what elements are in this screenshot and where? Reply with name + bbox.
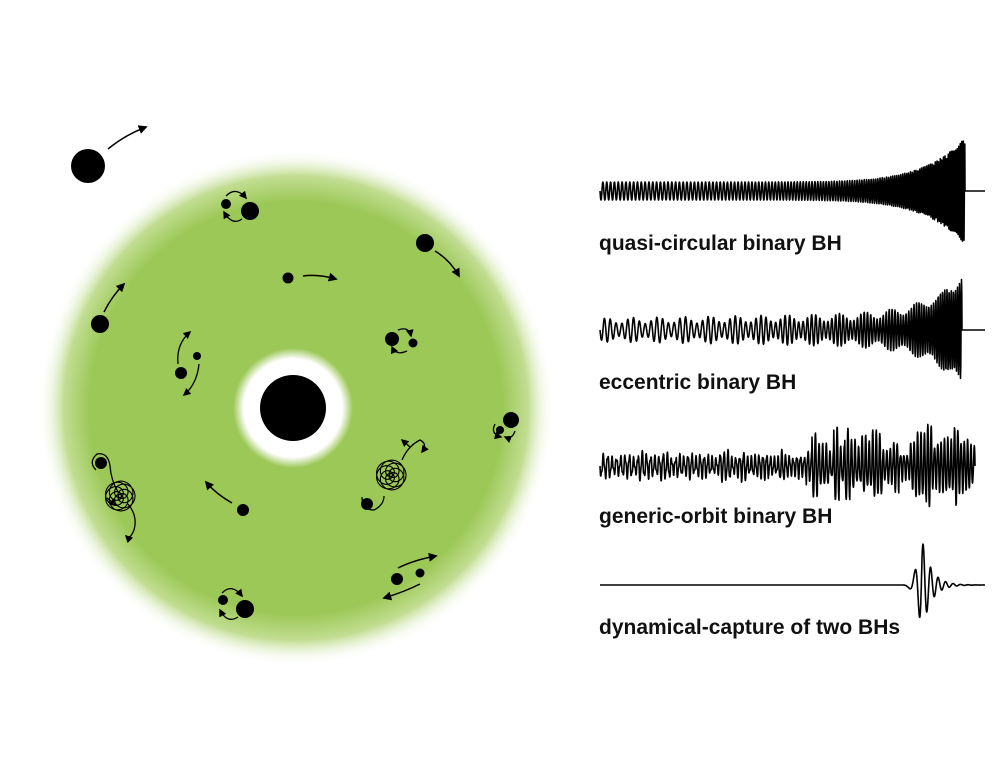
central-black-hole-icon [260,375,326,441]
rosette-orbit-icon [104,480,136,512]
black-hole-icon [416,234,434,252]
black-hole-icon [361,498,373,510]
rosette-binary-left [91,453,136,544]
black-hole-icon [95,457,107,469]
orbit-arrow-icon [397,328,414,338]
waveform-label-quasi-circular: quasi-circular binary BH [599,232,842,255]
binary-pair-bottom [218,588,254,620]
orbit-arrow-icon [401,439,429,461]
black-hole-icon [91,315,109,333]
black-hole-icon [241,202,259,220]
waveform-eccentric [599,278,986,380]
capture-pair [382,552,438,601]
rosette-orbit-icon [375,459,407,491]
binary-pair-right [385,328,418,355]
single-bh-lower-center [204,480,249,516]
rosette-binary-right [361,438,429,511]
waveform-panel: quasi-circular binary BH eccentric binar… [599,140,986,639]
escaping-black-hole [71,125,148,183]
waveform-dynamical-capture [599,543,986,619]
waveform-label-generic-orbit: generic-orbit binary BH [599,505,832,528]
orbit-arrow-icon [182,363,200,397]
black-hole-icon [282,272,294,284]
black-hole-icon [237,504,249,516]
black-hole-icon [71,149,105,183]
orbit-arrow-icon [400,438,411,448]
black-hole-icon [236,600,254,618]
orbit-arrow-icon [503,430,516,444]
binary-pair-far-right [492,412,519,444]
single-bh-upper-right [416,234,460,278]
orbit-arrow-icon [397,552,438,569]
black-hole-icon [175,367,187,379]
black-hole-icon [385,332,399,346]
black-hole-icon [503,412,519,428]
orbit-arrow-icon [221,588,243,598]
black-hole-icon [218,595,228,605]
orbit-arrow-icon [223,210,243,222]
waveform-label-eccentric: eccentric binary BH [599,371,796,394]
orbit-arrow-icon [103,282,126,313]
single-bh-upper [282,272,338,284]
orbit-arrow-icon [390,345,408,355]
orbit-arrow-icon [492,423,503,440]
orbit-arrow-icon [204,480,233,504]
waveform-label-dynamical-capture: dynamical-capture of two BHs [599,616,900,639]
orbit-arrow-icon [219,608,239,620]
black-hole-icon [415,568,425,578]
black-hole-icon [408,338,418,348]
black-hole-icon [221,199,231,209]
binary-pair-top [221,190,259,222]
orbit-arrow-icon [106,497,118,506]
waveform-quasi-circular [599,140,986,242]
orbit-arrow-icon [225,190,247,200]
orbit-arrow-icon [91,453,119,493]
orbit-arrow-icon [107,125,148,150]
black-hole-icon [496,426,504,434]
single-bh-left [91,282,126,333]
orbit-arrow-icon [382,583,421,601]
rosette-orbit-path [104,480,136,512]
orbit-arrow-icon [302,272,338,282]
rosette-orbit-path [375,459,407,491]
black-hole-icon [193,352,201,360]
orbit-arrow-icon [124,503,136,544]
orbit-arrow-icon [434,250,460,278]
orbit-arrow-icon [177,330,192,365]
orbit-arrow-icon [361,495,385,511]
waveform-generic-orbit [599,423,976,508]
eccentric-binary-left [175,330,201,397]
black-hole-icon [391,573,403,585]
